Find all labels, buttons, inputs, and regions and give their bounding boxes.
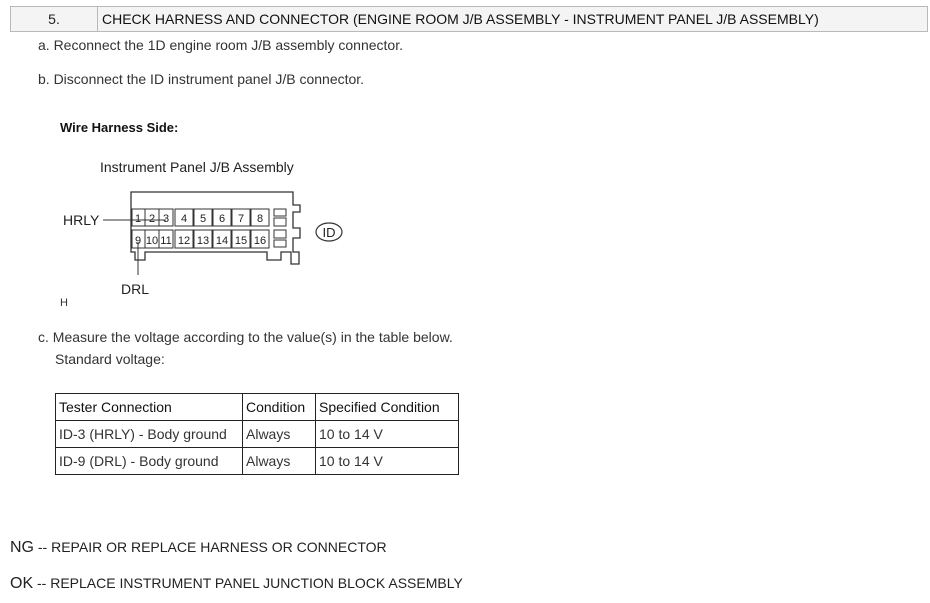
pin-cell-6	[212, 208, 232, 227]
pin-label: 3	[163, 213, 169, 225]
step-number: 5.	[11, 7, 98, 31]
pin-label: 5	[200, 213, 206, 225]
column-header: Tester Connection	[55, 393, 243, 421]
pin-label: 16	[254, 235, 266, 247]
wire-harness-heading: Wire Harness Side:	[60, 120, 179, 135]
pin-cell-group-1-3	[131, 208, 174, 227]
result-ng: NG -- REPAIR OR REPLACE HARNESS OR CONNE…	[10, 539, 387, 557]
pin-label: 6	[219, 213, 225, 225]
pin-cell-7	[231, 208, 251, 227]
diagram-title: Instrument Panel J/B Assembly	[100, 159, 294, 175]
pin-cell-13	[193, 229, 213, 249]
connector-side-slots	[273, 208, 287, 248]
pin-cell-5	[193, 208, 213, 227]
table-header-row: Tester Connection Condition Specified Co…	[55, 393, 459, 421]
result-ok: OK -- REPLACE INSTRUMENT PANEL JUNCTION …	[10, 575, 463, 593]
top-pin-row	[131, 208, 270, 227]
pin-cell-4	[174, 208, 194, 227]
pin-label: 9	[135, 235, 141, 247]
pin-label: 8	[257, 213, 263, 225]
corner-mark: H	[60, 297, 68, 309]
bottom-pin-row	[131, 229, 270, 249]
connector-housing	[130, 191, 301, 265]
step-c: c. Measure the voltage according to the …	[38, 329, 453, 345]
table-row: ID-3 (HRLY) - Body ground Always 10 to 1…	[55, 420, 459, 448]
pin-label: 10	[146, 235, 158, 247]
step-header: 5. CHECK HARNESS AND CONNECTOR (ENGINE R…	[10, 6, 928, 32]
result-code: OK	[10, 575, 34, 592]
column-header: Condition	[242, 393, 316, 421]
pin-cell-8	[250, 208, 270, 227]
pin-label: 12	[178, 235, 190, 247]
step-a: a. Reconnect the 1D engine room J/B asse…	[38, 37, 403, 53]
pin-cell-14	[212, 229, 232, 249]
pin-label: 7	[238, 213, 244, 225]
step-title: CHECK HARNESS AND CONNECTOR (ENGINE ROOM…	[102, 11, 819, 27]
hrly-label: HRLY	[63, 212, 100, 228]
column-header: Specified Condition	[315, 393, 459, 421]
result-text: -- REPAIR OR REPLACE HARNESS OR CONNECTO…	[37, 539, 387, 555]
table-cell: Always	[242, 447, 316, 475]
pin-label: 13	[197, 235, 209, 247]
pin-label: 14	[216, 235, 228, 247]
pin-cell-16	[250, 229, 270, 249]
pin-label: 15	[235, 235, 247, 247]
drl-label: DRL	[121, 281, 149, 297]
pin-cell-15	[231, 229, 251, 249]
table-cell: 10 to 14 V	[315, 420, 459, 448]
pin-cell-12	[174, 229, 194, 249]
table-row: ID-9 (DRL) - Body ground Always 10 to 14…	[55, 447, 459, 475]
id-badge-label: ID	[323, 225, 336, 240]
step-b: b. Disconnect the ID instrument panel J/…	[38, 71, 365, 87]
pin-label: 11	[160, 235, 171, 247]
pin-label: 1	[135, 213, 141, 225]
connector-diagram: Instrument Panel J/B Assembly 1 2 3 4 5	[63, 159, 343, 297]
result-text: -- REPLACE INSTRUMENT PANEL JUNCTION BLO…	[37, 575, 463, 591]
table-cell: 10 to 14 V	[315, 447, 459, 475]
pin-label: 4	[181, 213, 187, 225]
table-cell: ID-3 (HRLY) - Body ground	[55, 420, 243, 448]
result-code: NG	[10, 539, 34, 556]
step-c-sub: Standard voltage:	[55, 351, 165, 367]
voltage-spec-table: Tester Connection Condition Specified Co…	[55, 393, 459, 475]
id-badge	[315, 222, 343, 242]
table-cell: Always	[242, 420, 316, 448]
pin-label: 2	[149, 213, 155, 225]
pin-cell-group-9-11	[131, 229, 174, 249]
table-cell: ID-9 (DRL) - Body ground	[55, 447, 243, 475]
